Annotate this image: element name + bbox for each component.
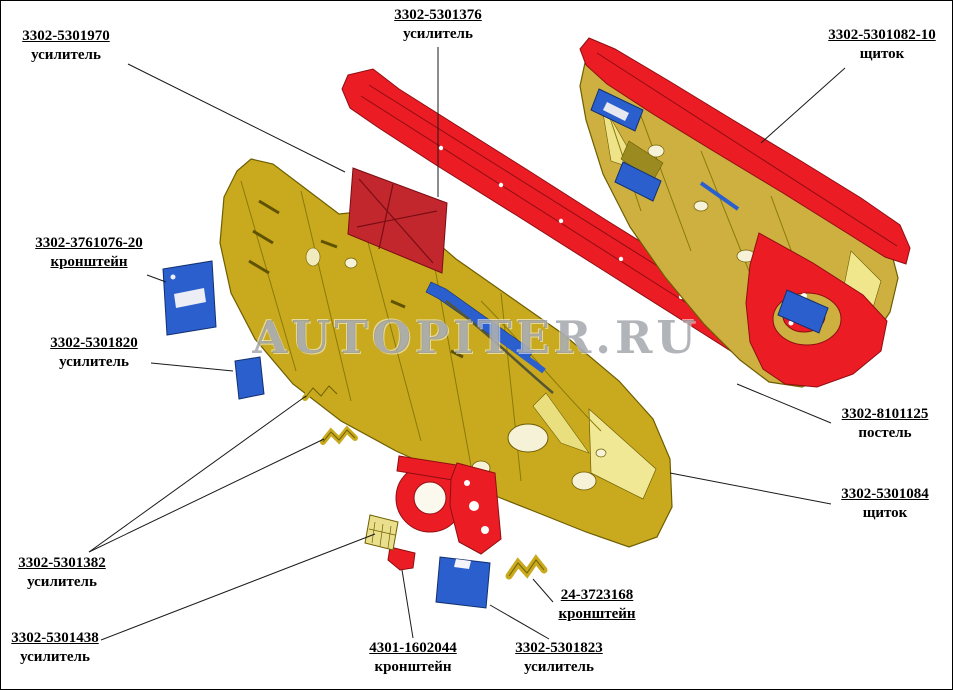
part-number: 3302-5301382 bbox=[18, 555, 106, 571]
part-number: 3302-5301820 bbox=[50, 335, 138, 351]
angle-bracket-red bbox=[387, 546, 416, 571]
part-name: постель bbox=[858, 425, 912, 441]
leader-line bbox=[401, 569, 414, 639]
leader-line bbox=[127, 63, 346, 173]
part-label-5301382: 3302-5301382 усилитель bbox=[5, 554, 119, 592]
part-number: 3302-5301438 bbox=[11, 630, 99, 646]
part-label-5301820: 3302-5301820 усилитель bbox=[39, 334, 149, 372]
part-name: усилитель bbox=[403, 26, 473, 42]
leader-line bbox=[88, 438, 325, 553]
panel-hole bbox=[507, 423, 549, 453]
cowl-blue-part-2 bbox=[614, 161, 662, 202]
leader-lines bbox=[88, 47, 846, 641]
panel-ribs bbox=[240, 180, 602, 482]
part-number: 3302-5301376 bbox=[394, 7, 482, 23]
part-name: щиток bbox=[862, 505, 908, 521]
part-label-3761076-20: 3302-3761076-20 кронштейн bbox=[21, 234, 157, 272]
reinforcement-panel-maroon bbox=[347, 167, 448, 274]
part-number: 24-3723168 bbox=[560, 587, 634, 603]
clip-yellow-3 bbox=[505, 554, 548, 580]
part-name: усилитель bbox=[31, 47, 101, 63]
part-label-5301823: 3302-5301823 усилитель bbox=[504, 639, 614, 677]
part-number: 3302-5301823 bbox=[515, 640, 603, 656]
reinforcement-blue-small bbox=[234, 356, 265, 400]
part-label-3723168: 24-3723168 кронштейн bbox=[551, 586, 643, 624]
panel-facet-light bbox=[588, 408, 657, 500]
clip-yellow-1 bbox=[302, 381, 340, 401]
leader-line bbox=[532, 578, 554, 603]
wiper-trough-blue bbox=[425, 281, 554, 394]
leader-line bbox=[760, 67, 846, 144]
cowl-blue-strip bbox=[699, 181, 740, 211]
part-name: усилитель bbox=[59, 354, 129, 370]
leader-line bbox=[489, 604, 550, 640]
part-label-5301084: 3302-5301084 щиток bbox=[833, 485, 937, 523]
leader-line bbox=[150, 362, 234, 372]
plate-light-yellow bbox=[364, 514, 399, 551]
part-number: 3302-8101125 bbox=[841, 406, 929, 422]
panel-facet-light bbox=[532, 392, 590, 454]
cowl-blue-part-3 bbox=[777, 289, 829, 334]
leader-line bbox=[736, 383, 832, 424]
clip-yellow-2 bbox=[320, 425, 358, 445]
part-number: 3302-5301082-10 bbox=[828, 27, 936, 43]
part-name: усилитель bbox=[524, 659, 594, 675]
reinforcement-blue-bottom bbox=[435, 556, 491, 609]
part-number: 3302-5301970 bbox=[22, 28, 110, 44]
panel-hole bbox=[595, 448, 607, 458]
part-label-5301082-10: 3302-5301082-10 щиток bbox=[815, 26, 949, 64]
wiper-arm-dark bbox=[445, 300, 554, 394]
panel-hole bbox=[344, 257, 358, 269]
cowl-shield-assembly bbox=[579, 37, 911, 388]
part-label-5301970: 3302-5301970 усилитель bbox=[7, 27, 125, 65]
leader-line bbox=[100, 533, 376, 641]
leader-line bbox=[146, 274, 167, 283]
panel-hole bbox=[571, 471, 597, 491]
part-label-5301438: 3302-5301438 усилитель bbox=[1, 629, 109, 667]
part-name: щиток bbox=[859, 46, 905, 62]
part-name: усилитель bbox=[27, 574, 97, 590]
pedal-bracket-red bbox=[387, 455, 502, 571]
part-name: усилитель bbox=[20, 649, 90, 665]
part-name: кронштейн bbox=[374, 659, 452, 675]
cowl-ribs bbox=[600, 90, 822, 332]
part-number: 4301-1602044 bbox=[369, 640, 457, 656]
part-name: кронштейн bbox=[50, 254, 128, 270]
leader-line bbox=[669, 472, 832, 505]
panel-hole bbox=[305, 247, 321, 267]
panel-slots bbox=[248, 199, 464, 359]
part-name: кронштейн bbox=[558, 606, 636, 622]
part-number: 3302-3761076-20 bbox=[35, 235, 143, 251]
part-number: 3302-5301084 bbox=[841, 486, 929, 502]
bracket-blue-left bbox=[162, 260, 217, 336]
part-label-8101125: 3302-8101125 постель bbox=[833, 405, 937, 443]
leader-line bbox=[88, 395, 307, 553]
part-label-5301376: 3302-5301376 усилитель bbox=[384, 6, 492, 44]
part-label-1602044: 4301-1602044 кронштейн bbox=[359, 639, 467, 677]
cowl-red-frame bbox=[579, 37, 911, 265]
